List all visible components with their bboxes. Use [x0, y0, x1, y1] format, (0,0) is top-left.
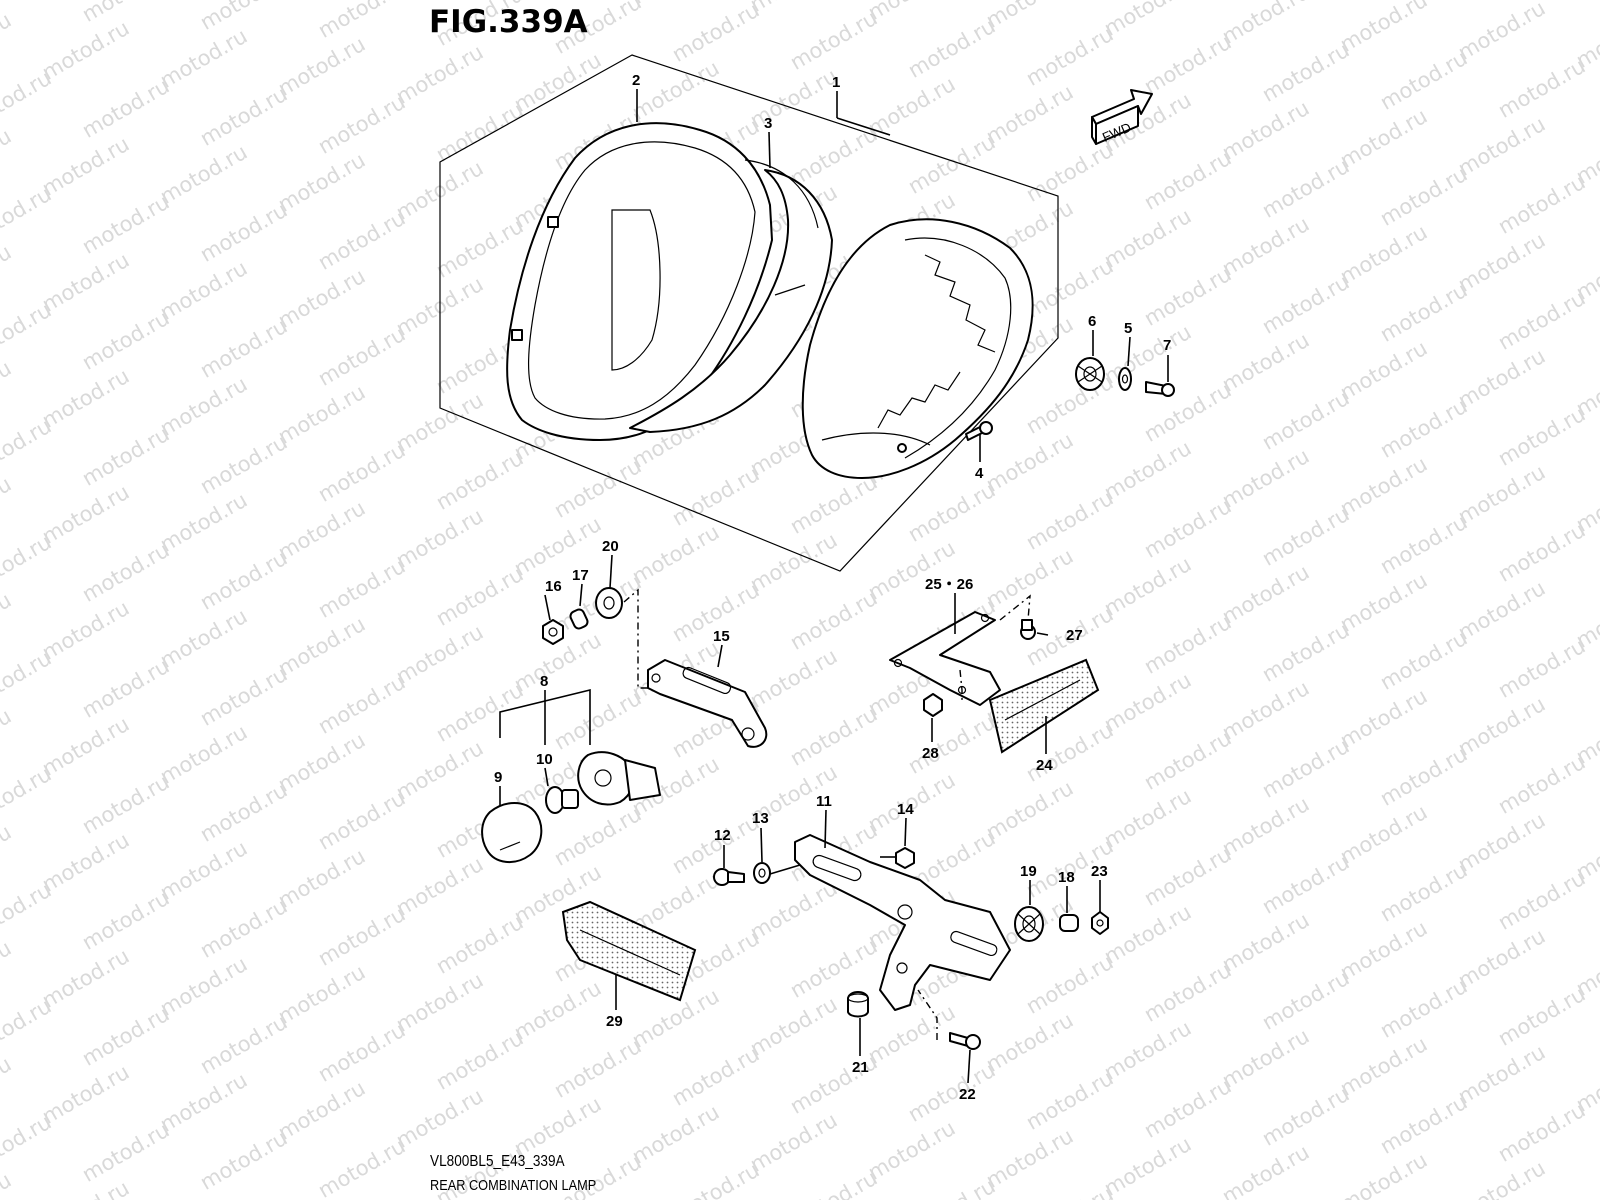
part-10-bulb[interactable] — [545, 786, 579, 814]
callout-8: 8 — [540, 673, 548, 690]
part-24-reflector[interactable] — [988, 658, 1100, 754]
callout-7: 7 — [1163, 337, 1171, 354]
part-4-screw[interactable] — [965, 421, 993, 441]
callout-27: 27 — [1066, 627, 1083, 644]
callout-20: 20 — [602, 538, 619, 555]
figure-model-code: VL800BL5_E43_339A — [430, 1153, 565, 1170]
part-13-washer[interactable] — [753, 862, 771, 884]
callout-15: 15 — [713, 628, 730, 645]
callout-2: 2 — [632, 72, 640, 89]
part-19-grommet[interactable] — [1014, 906, 1044, 942]
callout-13: 13 — [752, 810, 769, 827]
callout-22: 22 — [959, 1086, 976, 1103]
callout-29: 29 — [606, 1013, 623, 1030]
callout-19: 19 — [1020, 863, 1037, 880]
part-16-nut[interactable] — [542, 619, 564, 645]
part-15-bracket[interactable] — [647, 659, 768, 748]
callout-5: 5 — [1124, 320, 1132, 337]
callout-23: 23 — [1091, 863, 1108, 880]
part-6-grommet[interactable] — [1075, 357, 1105, 391]
part-8-socket[interactable] — [577, 751, 661, 806]
callout-6: 6 — [1088, 313, 1096, 330]
callout-17: 17 — [572, 567, 589, 584]
part-7-screw[interactable] — [1145, 381, 1175, 397]
part-11-main-bracket[interactable] — [794, 834, 1011, 1011]
callout-10: 10 — [536, 751, 553, 768]
part-23-nut[interactable] — [1091, 911, 1109, 935]
callout-14: 14 — [897, 801, 914, 818]
part-5-washer[interactable] — [1118, 367, 1132, 391]
part-29-reflector[interactable] — [561, 900, 697, 1002]
callout-9: 9 — [494, 769, 502, 786]
part-14-nut[interactable] — [895, 847, 915, 869]
callout-21: 21 — [852, 1059, 869, 1076]
callout-25-26: 25・26 — [925, 576, 973, 593]
part-17-spacer[interactable] — [569, 608, 589, 630]
part-9-turn-signal-lens[interactable] — [481, 802, 543, 863]
figure-name: REAR COMBINATION LAMP — [430, 1177, 597, 1194]
part-22-bolt[interactable] — [949, 1032, 981, 1050]
fwd-arrow-icon — [1091, 89, 1153, 145]
callout-4: 4 — [975, 465, 984, 482]
callout-18: 18 — [1058, 869, 1075, 886]
leader-lines — [499, 89, 1169, 1084]
figure-title: FIG.339A — [429, 4, 588, 40]
callout-12: 12 — [714, 827, 731, 844]
part-20-grommet[interactable] — [595, 587, 623, 619]
part-18-spacer[interactable] — [1059, 914, 1079, 932]
part-27-screw[interactable] — [1020, 619, 1036, 640]
part-3-gasket[interactable] — [629, 159, 833, 433]
part-12-bolt[interactable] — [713, 868, 745, 886]
callout-16: 16 — [545, 578, 562, 595]
part-1-lamp-housing[interactable] — [801, 218, 1034, 479]
callout-24: 24 — [1036, 757, 1053, 774]
callout-1: 1 — [832, 74, 840, 91]
callout-28: 28 — [922, 745, 939, 762]
part-28-nut[interactable] — [923, 693, 943, 717]
part-25-26-reflector-bracket[interactable] — [889, 611, 1001, 706]
assembly-box — [439, 54, 1059, 572]
callout-11: 11 — [816, 793, 832, 810]
callout-3: 3 — [764, 115, 772, 132]
part-21-cap[interactable] — [847, 991, 869, 1018]
